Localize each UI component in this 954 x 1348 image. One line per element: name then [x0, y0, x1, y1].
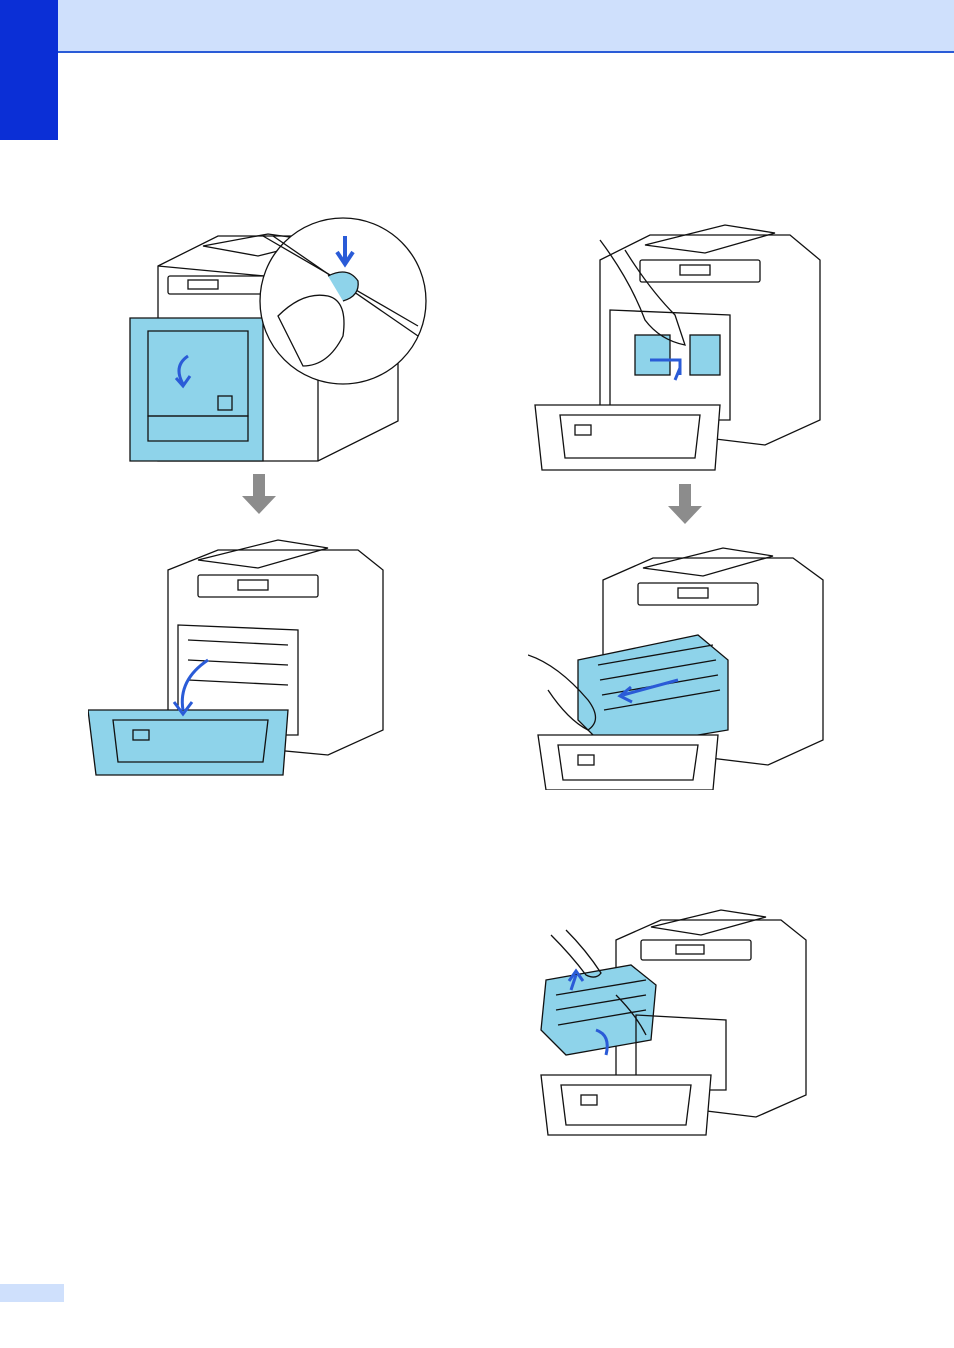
drum-unit-pull-out-icon: [528, 540, 828, 790]
header-band: [0, 0, 954, 53]
down-arrow-icon: [240, 474, 278, 519]
printer-front-cover-open-icon: [88, 530, 388, 780]
drum-lever-unlock-icon: [530, 220, 825, 475]
down-arrow-icon: [666, 484, 704, 529]
header-rule: [58, 51, 954, 53]
drum-unit-lift-out-icon: [536, 905, 811, 1145]
printer-front-cover-release-icon: [128, 206, 428, 471]
chapter-tab: [0, 0, 58, 140]
page-number-tab: [0, 1284, 64, 1302]
